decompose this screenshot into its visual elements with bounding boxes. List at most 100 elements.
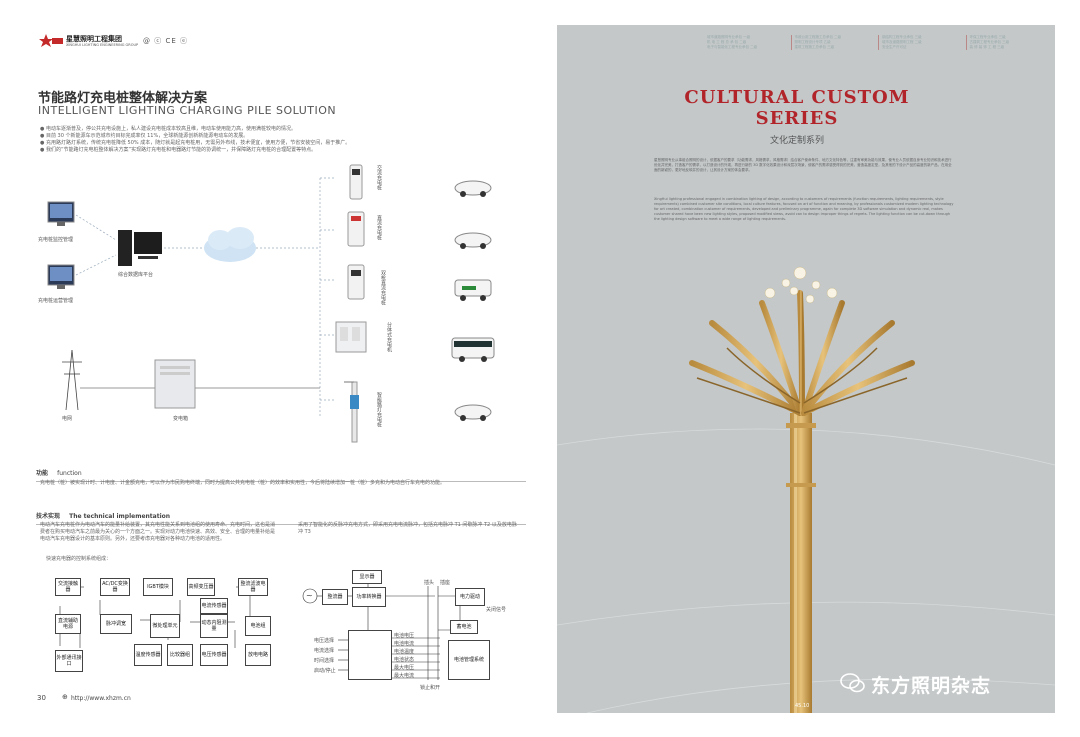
start-stop: 启动/停止	[314, 668, 336, 674]
qual-item: 城市道路照明专业承包 一级	[707, 35, 751, 39]
monitor-icon	[47, 264, 75, 289]
block-dynamic-res: 动态内阻测量	[200, 614, 228, 638]
ac-source-icon: ~	[306, 591, 313, 600]
qual-col-1: 城市道路照明专业承包 一级 机 电 工 程 总 承 包 二级 电子与智能化工程专…	[707, 35, 785, 50]
transformer-box-icon	[154, 359, 196, 409]
pole-number: 45.10	[795, 703, 810, 709]
qual-item: 照明工程设计专项 乙级	[794, 40, 831, 44]
signal-5: 最大电压	[394, 665, 415, 671]
intro-bullets: ● 电动车逐渐普及，停公共充电设施上，私人建设充电桩成本较高且维，电动车使用能力…	[40, 126, 490, 154]
block-mcu: 微处理单元	[150, 614, 180, 638]
bullet-2: ● 目前 30 个新能源车示范城市约目标完成率仅 11%，全球新能源创新新能源电…	[40, 133, 249, 139]
block-acdc: AC/DC变换器	[100, 578, 130, 596]
series-title-cn: 文化定制系列	[769, 136, 824, 146]
charger-label-5: 智能路灯充电桩	[376, 392, 382, 427]
block-current-sensor: 电流传感器	[200, 598, 228, 614]
block-ac-contactor: 交流接触器	[55, 578, 81, 596]
signal-4: 电池状态	[394, 657, 415, 663]
car-icon	[454, 232, 492, 249]
block-bms: 电池管理系统	[448, 640, 490, 680]
qual-item: 装 修 装 饰 工 程 三级	[969, 45, 1005, 49]
block-hf-transformer: 高频变压器	[187, 578, 215, 596]
block-battery: 电池组	[245, 616, 271, 636]
bus-icon	[451, 337, 495, 362]
lock-label: 锁止和开	[420, 685, 441, 691]
monitor1-label: 充电桩监控管理	[38, 237, 74, 243]
function-text: 充电桩（桩）被实现计时、计电度、计金额充电，可以作为市民购电终端，同时为提高公共…	[40, 480, 446, 486]
van-icon	[454, 279, 492, 301]
block-controller	[348, 630, 392, 680]
tech-text-right: 采用了智能化的反脉冲充电方式，即采用充电电流脉冲，包括充电脉冲 T1 间歇脉冲 …	[298, 522, 517, 535]
signal-6: 最大电流	[394, 673, 415, 679]
tech-heading-bar: 技术实现 The technical implementation	[36, 503, 526, 525]
section-title-cn: 节能路灯充电桩整体解决方案	[38, 91, 208, 106]
select-current: 电流选择	[314, 648, 335, 654]
qual-col-2: 市政公用工程施工总承包 二级 照明工程设计专项 乙级 建筑工程施工总承包 三级	[790, 35, 873, 50]
block-rectifier: 整流滤波电器	[238, 578, 268, 596]
qual-item: 电子与智能化工程专业承包 二级	[707, 45, 758, 49]
charger-label-4: 分体式充电机	[386, 322, 392, 352]
bullet-1: ● 电动车逐渐普及，停公共充电设施上，私人建设充电桩成本较高且维，电动车使用能力…	[40, 126, 296, 132]
charger-label-3: 双枪直流充电桩	[380, 270, 386, 305]
signal-3: 电池温度	[394, 649, 415, 655]
charging-system-diagram	[47, 164, 495, 443]
certification-marks: @ ⓒ CE ⓔ	[143, 37, 188, 45]
left-page: 星慧照明工程集团 XINGHUI LIGHTING ENGINEERING GR…	[36, 33, 526, 702]
qual-col-3: 钢结构工程专业承包 三级 城市及道路照明工程 二级 安全生产许可证	[878, 35, 960, 50]
plug-label: 插头	[424, 580, 435, 586]
qual-item: 钢结构工程专业承包 三级	[882, 35, 922, 39]
company-name-en: XINGHUI LIGHTING ENGINEERING GROUP	[66, 43, 139, 47]
monitor2-label: 充电桩运营管理	[38, 298, 74, 304]
server-label: 综合数据库平台	[118, 272, 154, 278]
charger-icon	[349, 164, 363, 200]
function-heading-bar: 功能 function	[36, 460, 526, 482]
watermark-text: 东方照明杂志	[871, 675, 992, 697]
qual-item: 古建筑工程专业承包 三级	[969, 40, 1010, 44]
pole-label: 电网	[62, 416, 73, 422]
charger-label-1: 交流充电桩	[376, 165, 382, 190]
tech-text-left-2: 快速充电器的控制系统组成：	[46, 556, 112, 562]
section-title-en: INTELLIGENT LIGHTING CHARGING PILE SOLUT…	[38, 104, 337, 117]
website-url: http://www.xhzm.cn	[71, 695, 131, 702]
block-storage: 蓄电池	[450, 620, 478, 634]
qual-item: 建筑工程施工总承包 三级	[794, 45, 835, 49]
block-display: 显示器	[352, 570, 382, 584]
qual-item: 安全生产许可证	[882, 45, 907, 49]
power-pylon-icon	[62, 349, 82, 411]
ornamental-street-lamp	[689, 266, 915, 713]
charger-label-2: 直流充电桩	[376, 215, 382, 240]
series-title-line2: SERIES	[755, 108, 839, 129]
qual-item: 环保工程专业承包 三级	[969, 35, 1006, 39]
signal-2: 电池电流	[394, 641, 415, 647]
charger-icon	[347, 211, 365, 247]
description-cn: 星慧照明专业从事组合照明的设计，依据客户的要求（功能需求，风格需求，风格需求）结…	[654, 158, 952, 172]
block-comm: 外部通讯接口	[55, 650, 83, 672]
series-title-line1: CULTURAL CUSTOM	[684, 87, 910, 108]
globe-icon: ⊕	[62, 693, 68, 701]
car-icon	[454, 180, 492, 197]
brake-label: 关闭信号	[486, 607, 507, 613]
block-dc-aux: 直流辅助电源	[55, 614, 81, 634]
select-time: 时间选择	[314, 658, 335, 664]
company-logo	[36, 33, 64, 49]
qual-item: 城市及道路照明工程 二级	[882, 40, 922, 44]
qual-item: 机 电 工 程 总 承 包 二级	[707, 40, 747, 44]
monitor-icon	[47, 201, 75, 226]
cloud-icon	[204, 227, 256, 262]
qual-item: 市政公用工程施工总承包 二级	[794, 35, 842, 39]
block-igbt: IGBT模块	[143, 578, 173, 596]
bullet-4: ● 我们的“节能路灯充电桩整体解决方案”实现路灯充电桩和电器路灯节能的协调统一，…	[40, 147, 317, 153]
charger-icon	[335, 321, 367, 353]
tech-text-left: 电动汽车充电桩作为电动汽车的能量补给装置，其充电性能关系到电池组的使用寿命、充电…	[40, 522, 276, 542]
block-power-conv: 功率转换器	[352, 587, 386, 607]
qualifications-grid: 城市道路照明专业承包 一级 机 电 工 程 总 承 包 二级 电子与智能化工程专…	[707, 35, 1047, 50]
block-pulse: 脉冲调宽	[100, 614, 132, 634]
block-voltage-sensor: 电压传感器	[200, 644, 228, 666]
description-en: XingHui lighting professional engaged in…	[654, 197, 954, 221]
star-logo-icon	[39, 34, 63, 47]
bullet-3: ● 充用路灯路灯系统，传统充电桩降低 50% 成本，随灯就是起充电桩用，无需另外…	[40, 140, 351, 146]
socket-label: 插座	[440, 580, 451, 586]
tech-heading-en: The technical implementation	[69, 513, 171, 520]
block-comparator: 比较器组	[167, 644, 193, 666]
qual-col-4: 环保工程专业承包 三级 古建筑工程专业承包 三级 装 修 装 饰 工 程 三级	[965, 35, 1048, 50]
